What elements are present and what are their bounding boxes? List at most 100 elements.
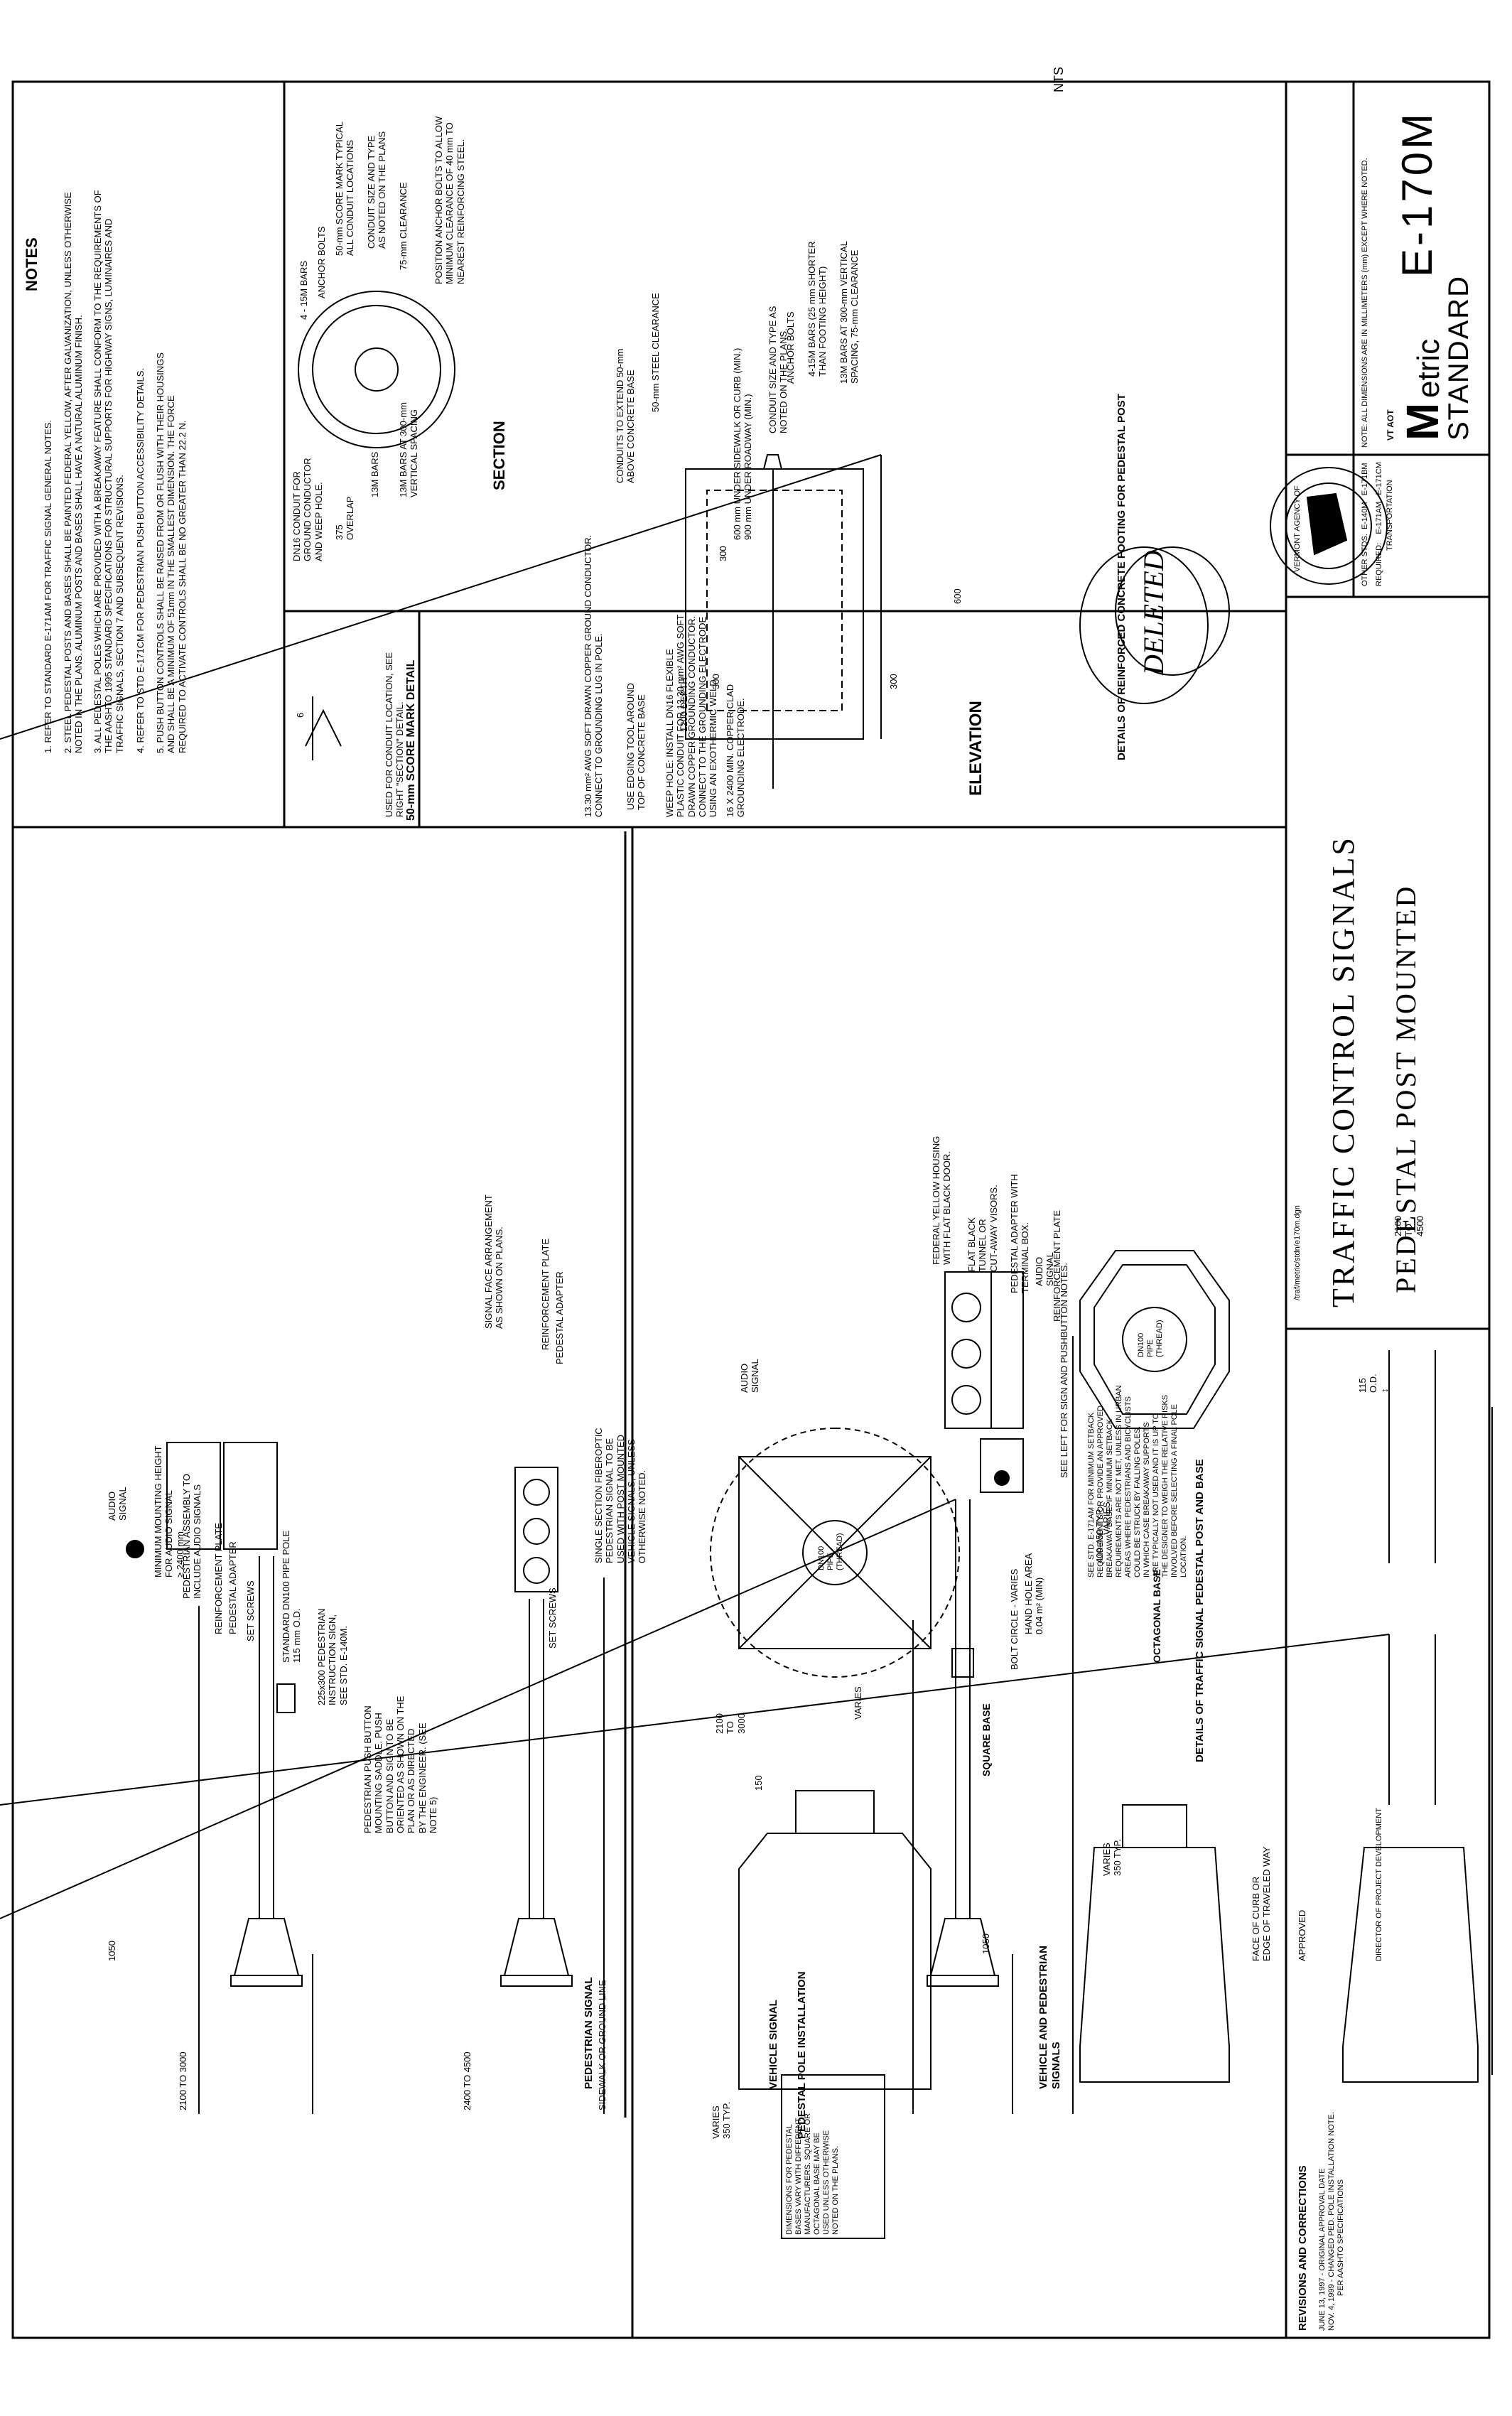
inst-ped-assembly: PEDESTRIAN ASSEMBLY TO INCLUDE AUDIO SIG…: [181, 1473, 203, 1599]
inst-adapter1: PEDESTAL ADAPTER: [227, 1541, 238, 1634]
inst-fiberoptic: SINGLE SECTION FIBEROPTIC PEDESTRIAN SIG…: [593, 1428, 648, 1563]
bases-od: 115 O.D. ↕: [1357, 1374, 1390, 1393]
director-label: DIRECTOR OF PROJECT DEVELOPMENT: [1375, 1808, 1383, 1961]
inst-ped-signal: PEDESTRIAN SIGNAL: [583, 1977, 595, 2089]
deleted-stamp: DELETED: [1138, 550, 1170, 675]
inst-veh-ped: VEHICLE AND PEDESTRIAN SIGNALS: [1037, 1946, 1062, 2089]
note-4: 4. REFER TO STD E-171CM FOR PEDESTRIAN P…: [135, 368, 146, 753]
inst-d2400: 2400 TO 4500: [462, 2051, 472, 2110]
section-anchor: ANCHOR BOLTS: [316, 226, 327, 298]
nts-label: NTS: [1052, 67, 1066, 92]
inst-face-curb: FACE OF CURB OR EDGE OF TRAVELED WAY: [1251, 1846, 1273, 1961]
elev-conduits: CONDUITS TO EXTEND 50-mm ABOVE CONCRETE …: [615, 348, 637, 483]
note-1: 1. REFER TO STANDARD E-171AM FOR TRAFFIC…: [43, 420, 53, 753]
agency-seal: [1270, 467, 1388, 585]
bases-varies350b: VARIES 350 TYP.: [1101, 1838, 1123, 1876]
note-2: 2. STEEL PEDESTAL POSTS AND BASES SHALL …: [63, 192, 85, 753]
note-3: 3. ALL PEDESTAL POLES WHICH ARE PROVIDED…: [92, 190, 125, 753]
bases-dn100b: DN100 PIPE (THREAD): [1137, 1320, 1164, 1357]
sheet-border: [11, 80, 1491, 2339]
title-line-1: TRAFFIC CONTROL SIGNALS: [1326, 836, 1361, 1307]
note-text: REFER TO STD E-171CM FOR PEDESTRIAN PUSH…: [135, 367, 146, 743]
inst-face-arr: SIGNAL FACE ARRANGEMENT AS SHOWN ON PLAN…: [483, 1194, 505, 1329]
note-num: 5.: [155, 745, 166, 753]
standard-word: STANDARD: [1443, 274, 1474, 441]
bases-150: 150: [753, 1775, 764, 1791]
elev-bars4: 4-15M BARS (25 mm SHORTER THAN FOOTING H…: [806, 241, 828, 377]
elev-depth: 600 mm UNDER SIDEWALK OR CURB (MIN.) 900…: [732, 347, 754, 540]
elev-edging: USE EDGING TOOL AROUND TOP OF CONCRETE B…: [625, 683, 647, 810]
revisions-head: REVISIONS AND CORRECTIONS: [1297, 2165, 1309, 2331]
file-path: /traf/metric/stdn/e170m.dgn: [1293, 1205, 1302, 1300]
bases-dn100: DN100 PIPE (THREAD): [817, 1533, 844, 1570]
elev-weep: WEEP HOLE: INSTALL DN16 FLEXIBLE PLASTIC…: [664, 614, 719, 817]
inst-d1050a: 1050: [107, 1941, 117, 1961]
section-conduit: CONDUIT SIZE AND TYPE AS NOTED ON THE PL…: [366, 131, 388, 249]
bases-graphics: [0, 1250, 1493, 2239]
approved-label: APPROVED: [1297, 1909, 1307, 1961]
inst-pushbutton: PEDESTRIAN PUSH BUTTON MOUNTING SADDLE. …: [362, 1695, 438, 1833]
note-text: PUSH BUTTON CONTROLS SHALL BE RAISED FRO…: [155, 352, 188, 753]
bases-square: SQUARE BASE: [981, 1703, 992, 1776]
elev-steel: 50-mm STEEL CLEARANCE: [650, 293, 661, 412]
bases-octagonal: OCTAGONAL BASE: [1151, 1569, 1162, 1663]
section-clearance: 75-mm CLEARANCE: [398, 182, 409, 270]
inst-veh-signal: VEHICLE SIGNAL: [767, 2000, 779, 2089]
score-mark-title: 50-mm SCORE MARK DETAIL: [405, 659, 417, 821]
section-score: 50-mm SCORE MARK TYPICAL ALL CONDUIT LOC…: [334, 121, 356, 256]
elev-300a: 300: [718, 546, 728, 561]
inst-setscrews2: SET SCREWS: [547, 1587, 558, 1649]
elev-bars13: 13M BARS AT 300-mm VERTICAL SPACING, 75-…: [838, 241, 860, 384]
vt-aot: VT AOT: [1386, 409, 1395, 441]
note-text: REFER TO STANDARD E-171AM FOR TRAFFIC SI…: [43, 419, 53, 743]
note-5: 5. PUSH BUTTON CONTROLS SHALL BE RAISED …: [155, 352, 188, 753]
inst-d2100a: 2100 TO 3000: [178, 2051, 188, 2110]
dimensions-note: NOTE: ALL DIMENSIONS ARE IN MILLIMETERS …: [1361, 158, 1369, 448]
inst-audio: AUDIO SIGNAL: [107, 1487, 129, 1521]
footing-caption: DETAILS OF REINFORCED CONCRETE FOOTING F…: [1116, 394, 1128, 760]
elev-300c: 300: [888, 674, 899, 689]
score-mark-dim: 6: [295, 712, 306, 718]
inst-audio2: AUDIO SIGNAL: [739, 1359, 761, 1393]
inst-reinf1: REINFORCEMENT PLATE: [213, 1523, 224, 1634]
note-num: 2.: [63, 745, 73, 753]
inst-setscrews1: SET SCREWS: [245, 1580, 256, 1641]
inst-instruction: 225x300 PEDESTRIAN INSTRUCTION SIGN, SEE…: [316, 1608, 349, 1705]
inst-adapter2: PEDESTAL ADAPTER: [554, 1271, 565, 1364]
section-overlap: 375 OVERLAP: [334, 496, 356, 540]
notes-heading: NOTES: [23, 237, 40, 291]
bases-dims-note: DIMENSIONS FOR PEDESTAL BASES VARY WITH …: [785, 2113, 840, 2235]
elev-300b: 300: [711, 674, 721, 689]
installation-graphics: [0, 831, 1074, 2118]
inst-seeleft: SEE LEFT FOR SIGN AND PUSHBUTTON NOTES.: [1059, 1263, 1069, 1478]
elev-1200: 1200 DEPTH: [679, 677, 689, 732]
bases-varies350: VARIES 350 TYP.: [711, 2101, 733, 2139]
inst-d1050b: 1050: [981, 1934, 991, 1954]
other-stds: OTHER STDS. E-140M E-171BM: [1361, 463, 1369, 586]
required-stds: REQUIRED: E-171AM E-171CM: [1375, 462, 1383, 586]
bases-bolt-circle: BOLT CIRCLE - VARIES: [1009, 1568, 1020, 1670]
bases-caption: DETAILS OF TRAFFIC SIGNAL PEDESTAL POST …: [1194, 1459, 1206, 1762]
note-num: 3.: [92, 745, 103, 753]
revisions-list: JUNE 13, 1997 - ORIGINAL APPROVAL DATE N…: [1318, 2112, 1345, 2331]
section-spacing: 13M BARS AT 300-mm VERTICAL SPACING: [398, 402, 420, 497]
inst-sidewalk: SIDEWALK OR GROUND LINE: [597, 1980, 608, 2110]
section-position: POSITION ANCHOR BOLTS TO ALLOW MINIMUM C…: [433, 116, 466, 284]
elev-electrode: 16 X 2400 MIN. COPPER CLAD GROUNDING ELE…: [725, 684, 747, 817]
section-bars13: 13M BARS: [369, 451, 380, 497]
inst-d2100b: 2100 TO 3000: [714, 1713, 747, 1734]
section-bars: 4 - 15M BARS: [298, 260, 309, 320]
inst-visors: FLAT BLACK TUNNEL OR CUT-AWAY VISORS.: [966, 1185, 999, 1272]
title-line-2: PEDESTAL POST MOUNTED: [1390, 884, 1422, 1293]
bases-varies: VARIES: [853, 1686, 863, 1720]
inst-adapter3: PEDESTAL ADAPTER WITH TERMINAL BOX.: [1009, 1174, 1031, 1293]
elevation-title: ELEVATION: [966, 701, 986, 796]
footing-graphics: [0, 291, 1230, 789]
elev-600: 600: [952, 588, 963, 604]
inst-housing: FEDERAL YELLOW HOUSING WITH FLAT BLACK D…: [931, 1136, 953, 1265]
agency-bottom: TRANSPORTATION: [1386, 480, 1394, 551]
bases-range: 400-450 TYP.: [1094, 1507, 1105, 1563]
section-title: SECTION: [490, 421, 508, 490]
bases-handhole: HAND HOLE AREA 0.04 m² (MIN): [1023, 1553, 1045, 1634]
